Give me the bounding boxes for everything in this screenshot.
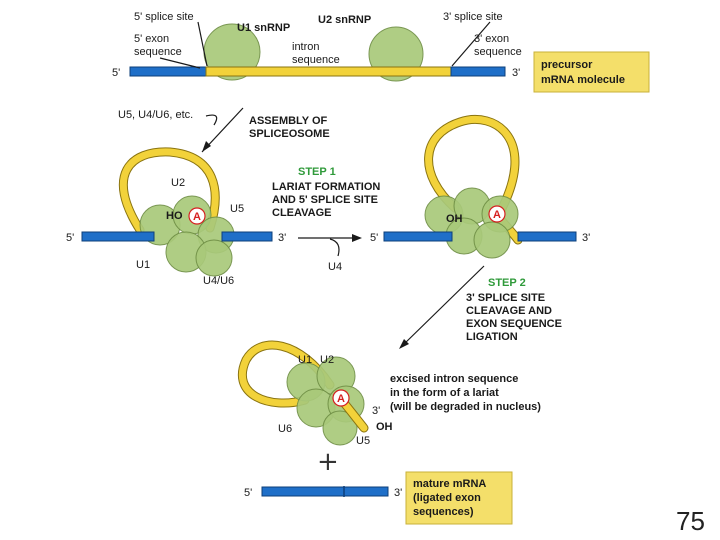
pointer-splice3 xyxy=(451,21,491,67)
label-u2-step3: U2 xyxy=(320,354,334,366)
exon5-step2 xyxy=(383,231,453,242)
page-number: 75 xyxy=(676,506,705,536)
label-step2-3: EXON SEQUENCE xyxy=(466,318,562,330)
label-u5-step3: U5 xyxy=(356,435,370,447)
precursor-panel: 5' splice site U1 snRNP U2 snRNP 3' spli… xyxy=(112,11,650,93)
precursor-box xyxy=(533,51,650,93)
excised-panel: A U1 U2 U6 U5 3' OH excised intron seque… xyxy=(237,340,541,447)
u4-release-arrow xyxy=(329,238,340,257)
label-3prime-mature: 3' xyxy=(394,487,402,499)
step1-block: STEP 1 LARIAT FORMATION AND 5' SPLICE SI… xyxy=(272,166,380,273)
label-u1-step1: U1 xyxy=(136,259,150,271)
intron-loop-2 xyxy=(425,115,519,220)
lariat-panel: A OH 5' 3' xyxy=(370,114,590,259)
label-u4u6: U4/U6 xyxy=(203,275,234,287)
label-u1-step3: U1 xyxy=(298,354,312,366)
spliceosome-panel: A HO U2 U5 U1 U4/U6 5' 3' xyxy=(66,147,286,287)
step1-arrowhead xyxy=(352,234,362,242)
label-a-2: A xyxy=(493,209,501,221)
mature-panel: 5' 3' mature mRNA (ligated exon sequence… xyxy=(244,471,513,525)
step2-arrow xyxy=(401,265,485,347)
snrnp-2e xyxy=(473,221,511,259)
assembly-step: U5, U4/U6, etc. ASSEMBLY OF SPLICEOSOME xyxy=(118,107,330,153)
label-u1-snrnp: U1 snRNP xyxy=(237,22,290,34)
label-oh-step2: OH xyxy=(446,213,463,225)
label-assembly-1: ASSEMBLY OF xyxy=(249,115,328,127)
mature-box xyxy=(405,471,513,525)
plus-sign: + xyxy=(317,447,339,477)
exon3-step1 xyxy=(221,231,273,242)
step2-block: STEP 2 3' SPLICE SITE CLEAVAGE AND EXON … xyxy=(399,265,562,349)
label-exon5-1: 5' exon xyxy=(134,33,169,45)
pointer-exon5 xyxy=(159,57,201,69)
step2-arrowhead xyxy=(399,339,409,349)
label-5prime-step1: 5' xyxy=(66,232,74,244)
label-mature-2: (ligated exon xyxy=(413,492,481,504)
label-u5-step1: U5 xyxy=(230,203,244,215)
label-step1-2: AND 5' SPLICE SITE xyxy=(272,194,378,206)
mature-mrna xyxy=(261,486,389,497)
label-step1-1: LARIAT FORMATION xyxy=(272,181,380,193)
label-3prime-step2: 3' xyxy=(582,232,590,244)
label-step1-3: CLEAVAGE xyxy=(272,207,332,219)
label-intron-2: sequence xyxy=(292,54,340,66)
label-5prime-mature: 5' xyxy=(244,487,252,499)
label-assembly-in: U5, U4/U6, etc. xyxy=(118,109,193,121)
label-splice5: 5' splice site xyxy=(134,11,194,23)
label-oh-step3: OH xyxy=(376,421,393,433)
label-assembly-2: SPLICEOSOME xyxy=(249,128,330,140)
intron-loop-3 xyxy=(238,341,334,407)
label-5prime-top: 5' xyxy=(112,67,120,79)
label-precursor-1: precursor xyxy=(541,59,593,71)
label-3prime-step3: 3' xyxy=(372,405,380,417)
snrnp-1e xyxy=(195,239,233,277)
label-exon3-1: 3' exon xyxy=(474,33,509,45)
label-exon5-2: sequence xyxy=(134,46,182,58)
label-u2-step1: U2 xyxy=(171,177,185,189)
snrnp-3e xyxy=(322,410,358,446)
label-u4: U4 xyxy=(328,261,342,273)
label-excised-2: in the form of a lariat xyxy=(390,387,499,399)
exon3-top xyxy=(450,66,506,77)
exon5-step1 xyxy=(81,231,155,242)
label-a-1: A xyxy=(193,211,201,223)
label-step2-1: 3' SPLICE SITE xyxy=(466,292,545,304)
label-exon3-2: sequence xyxy=(474,46,522,58)
intron-top xyxy=(205,66,452,77)
label-excised-1: excised intron sequence xyxy=(390,373,518,385)
label-step2-4: LIGATION xyxy=(466,331,518,343)
intron-loop-1 xyxy=(119,148,219,234)
label-3prime-step1: 3' xyxy=(278,232,286,244)
label-3prime-top: 3' xyxy=(512,67,520,79)
label-step2: STEP 2 xyxy=(488,277,526,289)
label-precursor-2: mRNA molecule xyxy=(541,74,625,86)
label-intron-1: intron xyxy=(292,41,320,53)
adenosine-marker-2 xyxy=(488,205,506,223)
pointer-splice5 xyxy=(197,21,208,67)
label-u2-snrnp: U2 snRNP xyxy=(318,14,371,26)
label-5prime-step2: 5' xyxy=(370,232,378,244)
exon5-top xyxy=(129,66,207,77)
exon3-step2 xyxy=(517,231,577,242)
label-u6-step3: U6 xyxy=(278,423,292,435)
label-splice3: 3' splice site xyxy=(443,11,503,23)
label-a-3: A xyxy=(337,393,345,405)
label-excised-3: (will be degraded in nucleus) xyxy=(390,401,541,413)
adenosine-marker-1 xyxy=(188,207,206,225)
assembly-arrowhead xyxy=(202,141,211,152)
label-mature-1: mature mRNA xyxy=(413,478,486,490)
assembly-in-arrow xyxy=(205,114,218,126)
adenosine-marker-3 xyxy=(332,389,350,407)
label-mature-3: sequences) xyxy=(413,506,474,518)
label-step2-2: CLEAVAGE AND xyxy=(466,305,552,317)
label-ho: HO xyxy=(166,210,183,222)
label-step1: STEP 1 xyxy=(298,166,336,178)
